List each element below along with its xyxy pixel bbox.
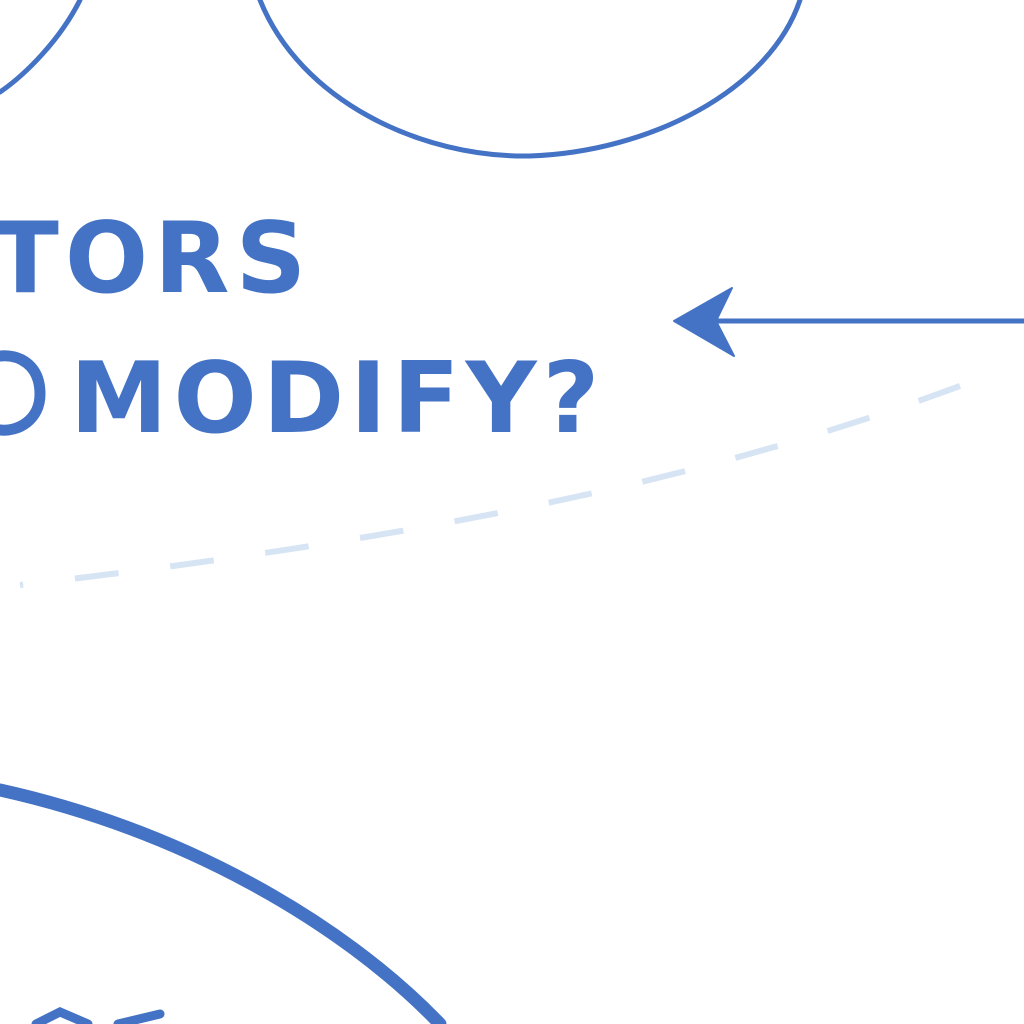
label-line-1: TORS [0,202,312,316]
top-left-circle [0,0,83,95]
label-line-1-text: TORS [0,202,312,316]
bottom-glyph-fragments [31,1007,165,1024]
partial-glyph [0,350,46,436]
bottom-left-arc [0,783,447,1024]
dashed-guide-line [19,383,962,588]
top-center-circle [257,0,803,159]
label-line-2: MODIFY? [70,342,605,456]
label-line-2-text: MODIFY? [70,342,605,456]
arrow-left-icon [673,287,1024,357]
